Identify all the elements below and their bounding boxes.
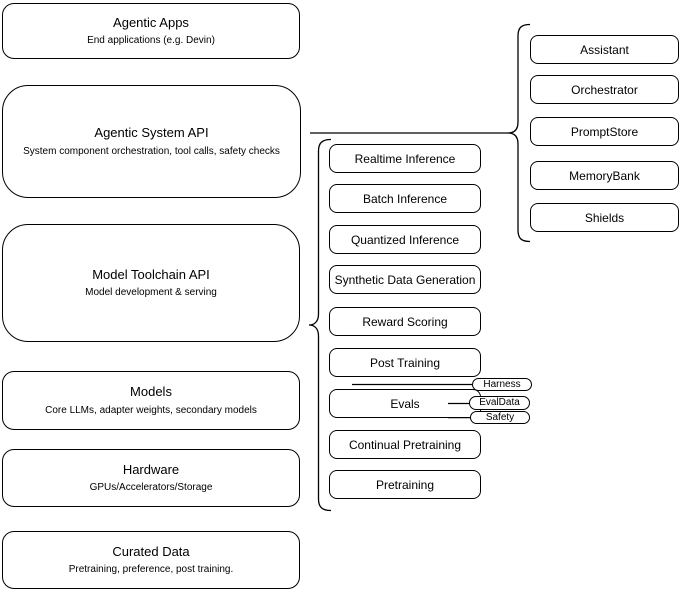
tag-evaldata: EvalData	[469, 396, 530, 410]
node-models: Models Core LLMs, adapter weights, secon…	[2, 371, 300, 430]
node-memorybank: MemoryBank	[530, 161, 679, 190]
node-model-toolchain-api: Model Toolchain API Model development & …	[2, 224, 300, 342]
brace-toolchain-services	[308, 138, 332, 512]
node-assistant: Assistant	[530, 35, 679, 64]
node-subtitle: End applications (e.g. Devin)	[87, 35, 215, 47]
node-curated-data: Curated Data Pretraining, preference, po…	[2, 531, 300, 589]
node-subtitle: GPUs/Accelerators/Storage	[89, 482, 213, 494]
brace-system-components	[507, 23, 531, 243]
node-label: Shields	[584, 210, 625, 225]
node-quantized-inference: Quantized Inference	[329, 225, 481, 254]
node-label: Synthetic Data Generation	[334, 272, 476, 287]
node-label: PromptStore	[570, 124, 639, 139]
node-orchestrator: Orchestrator	[530, 75, 679, 104]
node-title: Agentic Apps	[113, 14, 189, 30]
node-label: Reward Scoring	[362, 314, 448, 329]
node-title: Model Toolchain API	[92, 266, 210, 282]
node-evals: Evals	[329, 389, 481, 418]
tag-label: Safety	[485, 411, 515, 423]
node-title: Models	[130, 384, 172, 400]
node-post-training: Post Training	[329, 348, 481, 377]
node-label: Assistant	[580, 42, 629, 57]
node-pretraining: Pretraining	[329, 470, 481, 499]
node-subtitle: Model development & serving	[85, 287, 217, 299]
node-label: MemoryBank	[569, 168, 640, 183]
node-label: Realtime Inference	[354, 151, 456, 166]
node-subtitle: System component orchestration, tool cal…	[23, 145, 280, 157]
node-agentic-system-api: Agentic System API System component orch…	[2, 85, 301, 198]
node-label: Evals	[390, 396, 420, 411]
node-continual-pretraining: Continual Pretraining	[329, 430, 481, 459]
node-batch-inference: Batch Inference	[329, 184, 481, 213]
node-title: Hardware	[122, 461, 180, 477]
tag-label: EvalData	[479, 397, 520, 408]
node-label: Orchestrator	[571, 82, 638, 97]
node-subtitle: Core LLMs, adapter weights, secondary mo…	[45, 404, 257, 416]
tag-label: Harness	[483, 378, 521, 390]
node-label: Batch Inference	[362, 191, 448, 206]
node-reward-scoring: Reward Scoring	[329, 307, 481, 336]
node-label: Continual Pretraining	[348, 437, 462, 452]
node-hardware: Hardware GPUs/Accelerators/Storage	[2, 449, 300, 507]
node-label: Pretraining	[375, 477, 435, 492]
tag-harness: Harness	[472, 378, 532, 391]
node-promptstore: PromptStore	[530, 117, 679, 146]
node-title: Agentic System API	[94, 125, 209, 141]
node-label: Quantized Inference	[350, 232, 460, 247]
node-label: Post Training	[369, 355, 441, 370]
node-synthetic-data-generation: Synthetic Data Generation	[329, 265, 481, 294]
node-subtitle: Pretraining, preference, post training.	[68, 564, 234, 576]
tag-safety: Safety	[470, 411, 530, 424]
node-shields: Shields	[530, 203, 679, 232]
node-realtime-inference: Realtime Inference	[329, 144, 481, 173]
node-title: Curated Data	[112, 543, 190, 559]
node-agentic-apps: Agentic Apps End applications (e.g. Devi…	[2, 3, 300, 59]
